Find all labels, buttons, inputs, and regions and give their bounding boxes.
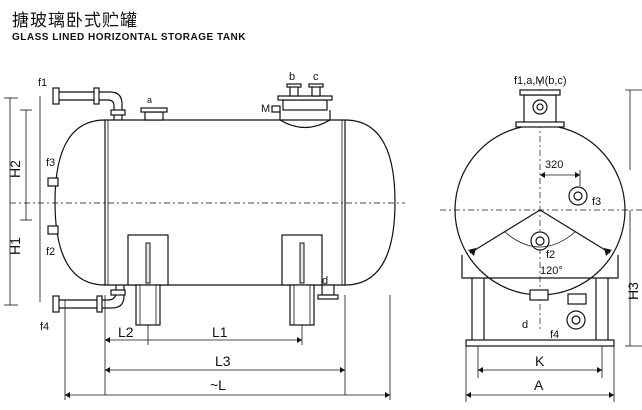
f4-pipe [58,285,117,301]
f1-pipe [58,91,123,120]
label-c: c [313,71,319,83]
label-l3: L3 [215,353,231,369]
label-f2: f2 [46,246,55,258]
side-f4 [566,310,586,330]
title-chinese: 搪玻璃卧式贮罐 [12,11,138,31]
label-a: a [147,95,152,105]
label-l: ~L [210,377,226,393]
label-side-top: f1,a,M(b,c) [514,75,567,87]
angle-right [539,209,611,254]
label-side-d: d [522,319,528,331]
label-l2: L2 [118,324,134,340]
label-m: M [261,103,270,115]
side-view: f1,a,M(b,c) 320 f3 f2 120° d f4 K A H3 [440,75,642,402]
side-f2 [530,231,550,251]
label-f1: f1 [38,77,47,89]
label-f4: f4 [40,321,49,333]
angle-left [469,209,541,254]
label-k: K [535,353,545,369]
support-left [127,234,169,326]
label-a-dim: A [534,377,544,393]
side-d [529,289,549,301]
label-b: b [289,71,295,83]
nozzle-f3 [47,177,59,187]
title-english: GLASS LINED HORIZONTAL STORAGE TANK [12,32,246,43]
manhole-m [279,110,331,129]
label-side-f3: f3 [592,196,601,208]
label-h2: H2 [7,160,23,178]
vessel-shell [54,119,396,286]
nozzle-f2 [47,225,59,235]
label-side-f4: f4 [550,329,559,341]
label-h3: H3 [625,282,641,300]
front-view: f1 a b c M f3 f2 f4 d H1 H2 L2 L1 L3 ~L [4,71,405,400]
f1-flange [52,87,60,105]
label-side-f2: f2 [546,249,555,261]
support-right [281,234,323,326]
base-plate [465,339,615,347]
label-h1: H1 [7,237,23,255]
label-angle: 120° [540,265,563,277]
label-f3: f3 [46,157,55,169]
saddle [461,255,619,279]
nozzle-a [144,111,164,121]
label-l1: L1 [212,324,228,340]
side-f3 [568,186,588,206]
label-320: 320 [545,159,563,171]
label-d: d [322,275,328,287]
